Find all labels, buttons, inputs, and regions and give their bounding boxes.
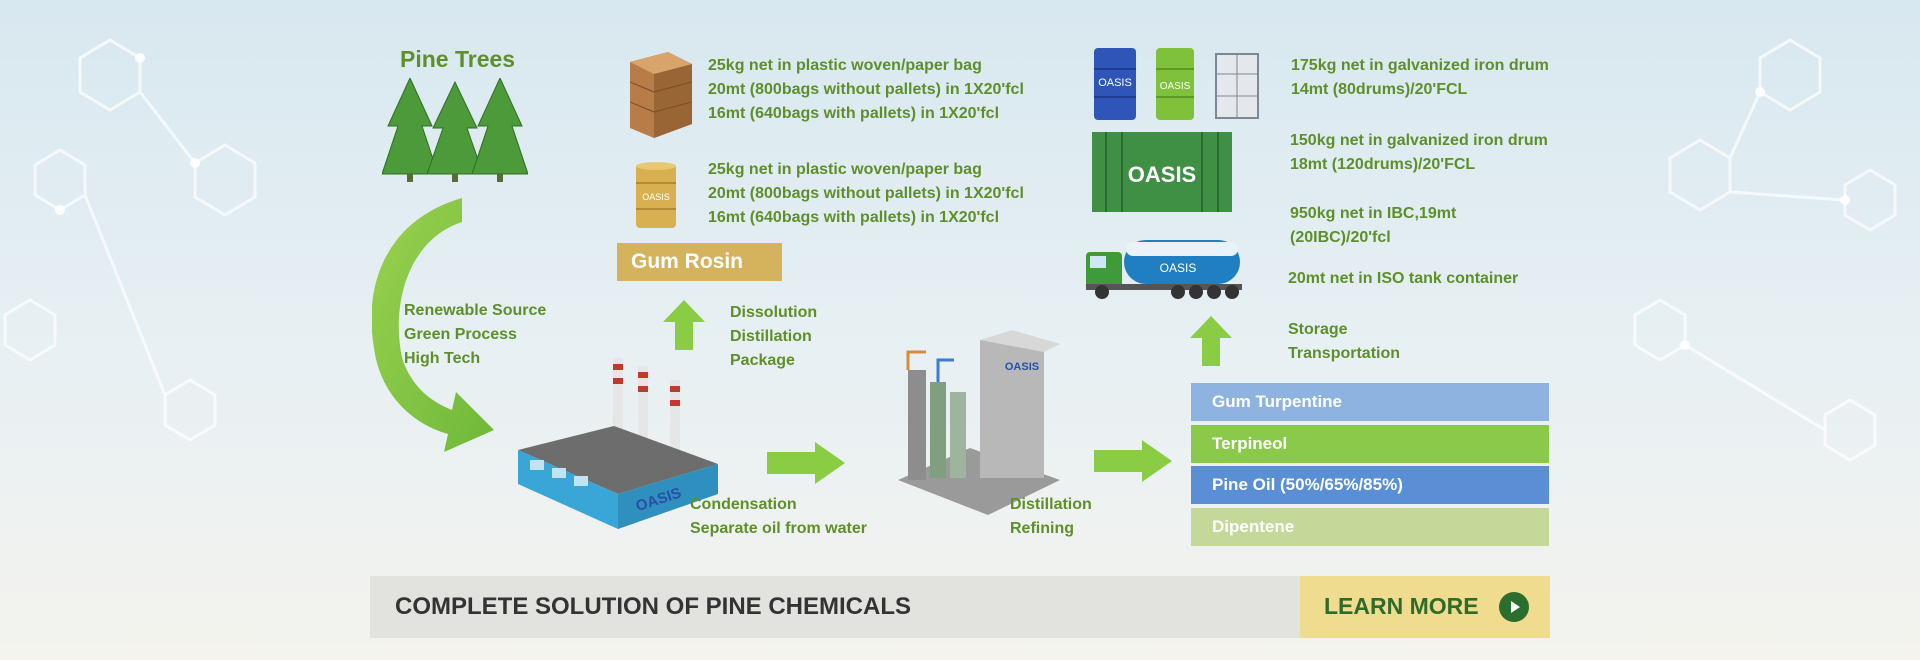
pallet-bags-icon (630, 52, 692, 138)
shipping-container-icon: OASIS (1092, 132, 1232, 212)
product-pine-oil: Pine Oil (50%/65%/85%) (1191, 466, 1549, 504)
pine-trees-title: Pine Trees (400, 46, 516, 72)
product-terpineol: Terpineol (1191, 425, 1549, 463)
learn-more-button[interactable]: LEARN MORE (1300, 576, 1550, 638)
bottom-banner (370, 576, 1300, 638)
green-drum-brand-text: OASIS (1160, 81, 1191, 92)
curved-arrow-icon (372, 198, 494, 452)
drum-brand-text: OASIS (642, 192, 670, 202)
drums-ibc-icon: OASIS OASIS (1094, 48, 1259, 120)
distillation-plant-icon: OASIS (898, 330, 1060, 515)
play-icon (1499, 592, 1529, 622)
truck-brand-text: OASIS (1160, 261, 1197, 275)
right-arrow-icon (1094, 440, 1172, 482)
pine-trees-icon (382, 78, 528, 182)
product-dipentene: Dipentene (1191, 508, 1549, 546)
factory-icon: OASIS (518, 358, 718, 529)
rosin-drum-icon: OASIS (636, 162, 676, 228)
up-arrow-icon (1190, 316, 1232, 366)
product-gum-turpentine: Gum Turpentine (1191, 383, 1549, 421)
iso-tank-text: 20mt net in ISO tank container (1288, 270, 1519, 287)
learn-more-label: LEARN MORE (1324, 593, 1479, 619)
ibc-packing-text: 950kg net in IBC,19mt(20IBC)/20'fcl (1290, 205, 1457, 246)
blue-drum-brand-text: OASIS (1098, 77, 1132, 89)
gum-rosin-label: Gum Rosin (617, 243, 782, 281)
tank-truck-icon: OASIS (1086, 240, 1242, 299)
banner-title: COMPLETE SOLUTION OF PINE CHEMICALS (395, 593, 912, 620)
container-brand-text: OASIS (1128, 162, 1196, 187)
right-arrow-icon (767, 442, 845, 484)
up-arrow-icon (663, 300, 705, 350)
plant-brand-text: OASIS (1005, 361, 1039, 373)
